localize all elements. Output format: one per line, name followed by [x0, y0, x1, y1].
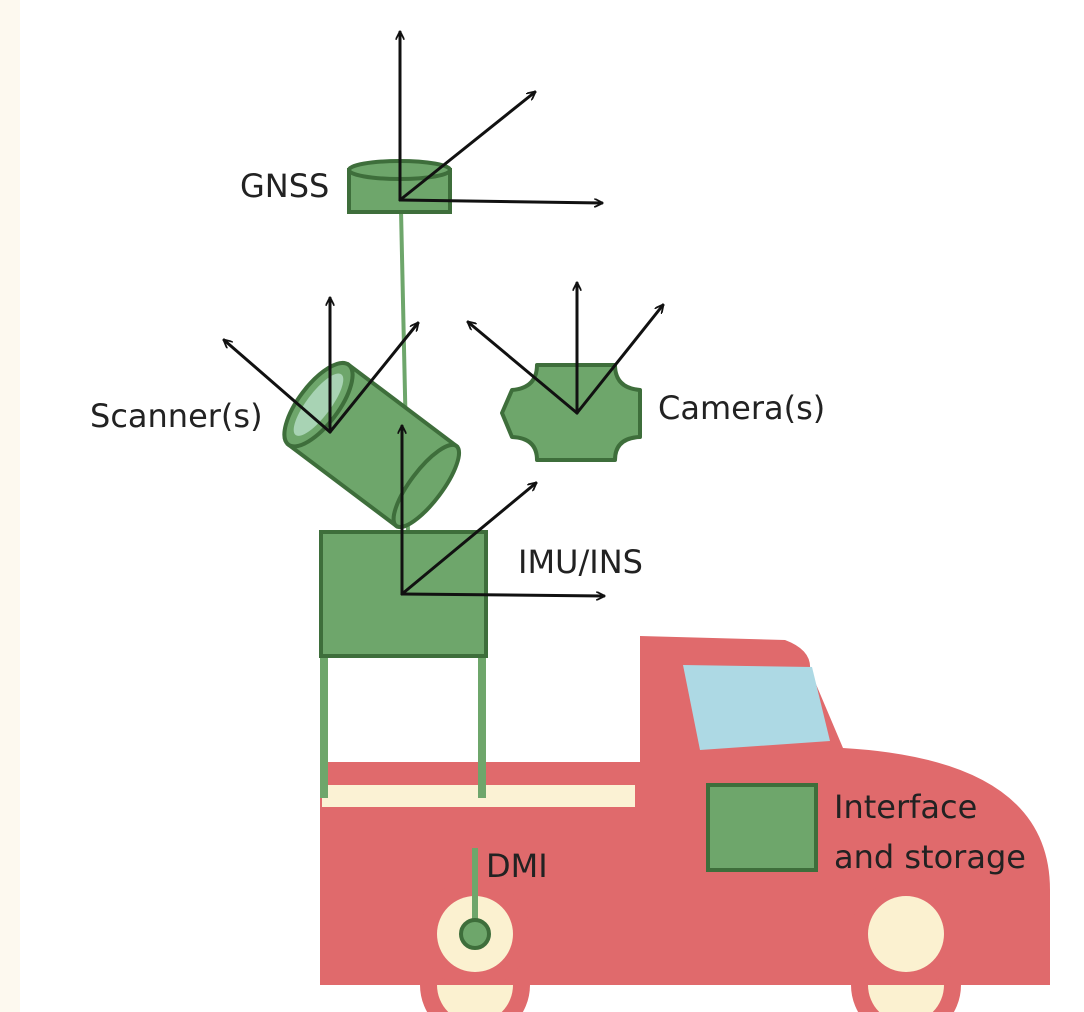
imu-axes	[402, 424, 606, 596]
scanner-axes	[224, 296, 418, 434]
front-wheel	[851, 879, 961, 989]
camera-label: Camera(s)	[658, 389, 826, 427]
mast-legs	[320, 655, 486, 798]
interface-label-line1: Interface	[834, 788, 978, 826]
interface-storage-label: Interface and storage	[834, 782, 1026, 882]
gnss-axes	[400, 30, 604, 203]
camera-icon	[500, 363, 642, 462]
dmi-label: DMI	[486, 847, 548, 885]
storage-box-icon	[706, 783, 818, 872]
truck-window	[683, 665, 830, 750]
dmi-wheel-sensor-icon	[459, 848, 491, 950]
gnss-label: GNSS	[240, 167, 330, 205]
scanner-label: Scanner(s)	[90, 397, 263, 435]
imu-label: IMU/INS	[518, 543, 643, 581]
interface-label-line2: and storage	[834, 838, 1026, 876]
camera-axes	[468, 281, 663, 415]
